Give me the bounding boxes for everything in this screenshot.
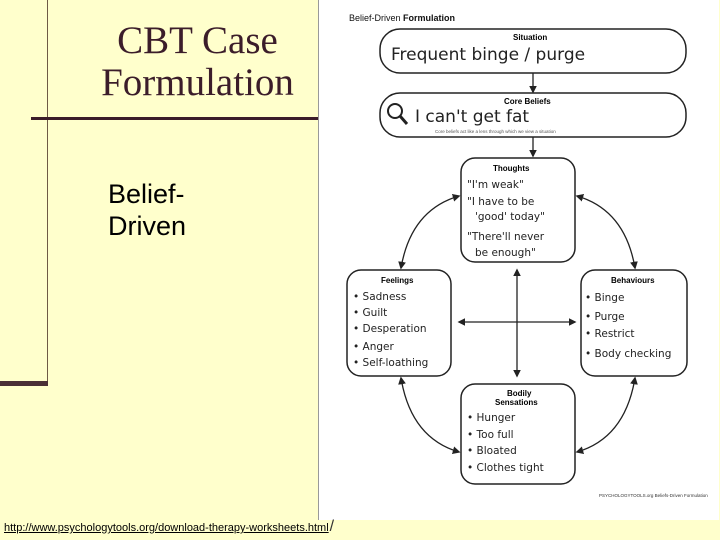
title-underline — [31, 117, 319, 120]
left-decor-bar — [0, 0, 48, 384]
worksheet-heading: Belief-Driven Formulation — [349, 13, 455, 23]
worksheet-footer-brand: PSYCHOLOGYTOOLS.org Beliefs-Driven Formu… — [599, 493, 708, 498]
feelings-entry: • Anger — [353, 341, 394, 353]
behaviours-label: Behaviours — [611, 276, 655, 285]
arrow-thoughts-feelings — [398, 194, 461, 270]
core-beliefs-label: Core Beliefs — [504, 97, 551, 106]
worksheet-image: Belief-Driven Formulation Situation Freq… — [318, 0, 719, 520]
formulation-diagram: Belief-Driven Formulation Situation Freq… — [346, 13, 708, 498]
behaviours-entry: • Restrict — [585, 328, 635, 340]
bodily-entry: • Clothes tight — [467, 462, 544, 474]
slide-title: CBT Case Formulation — [60, 20, 335, 104]
subtitle-line-2: Driven — [108, 211, 187, 241]
thoughts-box — [460, 157, 576, 263]
feelings-label: Feelings — [381, 276, 414, 285]
bodily-label-line-1: Bodily — [507, 389, 532, 398]
bodily-sensations-box — [460, 383, 576, 485]
bodily-label-line-2: Sensations — [495, 398, 538, 407]
thoughts-entry: 'good' today" — [475, 211, 545, 223]
thoughts-entry: be enough" — [475, 247, 536, 259]
core-beliefs-caption: Core beliefs act like a lens through whi… — [435, 129, 556, 134]
source-link[interactable]: http://www.psychologytools.org/download-… — [4, 522, 329, 534]
situation-entry: Frequent binge / purge — [391, 45, 585, 65]
magnifier-icon — [387, 103, 409, 125]
title-line-1: CBT Case — [117, 19, 278, 62]
feelings-entry: • Guilt — [353, 307, 387, 319]
behaviours-box — [580, 269, 688, 377]
title-line-2: Formulation — [101, 61, 294, 104]
situation-label: Situation — [513, 33, 547, 42]
bodily-entry: • Bloated — [467, 445, 517, 457]
feelings-box — [346, 269, 452, 377]
thoughts-entry: "There'll never — [467, 231, 545, 243]
feelings-entry: • Self-loathing — [353, 357, 428, 369]
behaviours-entry: • Purge — [585, 311, 625, 323]
bodily-entry: • Too full — [467, 429, 514, 441]
feelings-entry: • Sadness — [353, 291, 406, 303]
arrow-behaviours-bodily — [575, 376, 638, 454]
core-beliefs-entry: I can't get fat — [415, 107, 529, 127]
behaviours-entry: • Binge — [585, 292, 624, 304]
feelings-entry: • Desperation — [353, 323, 427, 335]
behaviours-entry: • Body checking — [585, 348, 671, 360]
source-footer: http://www.psychologytools.org/download-… — [4, 518, 334, 536]
arrow-feelings-bodily — [398, 376, 461, 454]
bodily-entry: • Hunger — [467, 412, 516, 424]
source-link-suffix: / — [329, 518, 335, 535]
thoughts-entry: "I have to be — [467, 196, 534, 208]
thoughts-label: Thoughts — [493, 164, 530, 173]
thoughts-entry: "I'm weak" — [467, 179, 524, 191]
arrow-thoughts-behaviours — [575, 194, 638, 270]
subtitle-line-1: Belief- — [108, 179, 185, 209]
left-decor-accent — [0, 381, 48, 386]
slide-subtitle: Belief- Driven — [108, 178, 186, 242]
